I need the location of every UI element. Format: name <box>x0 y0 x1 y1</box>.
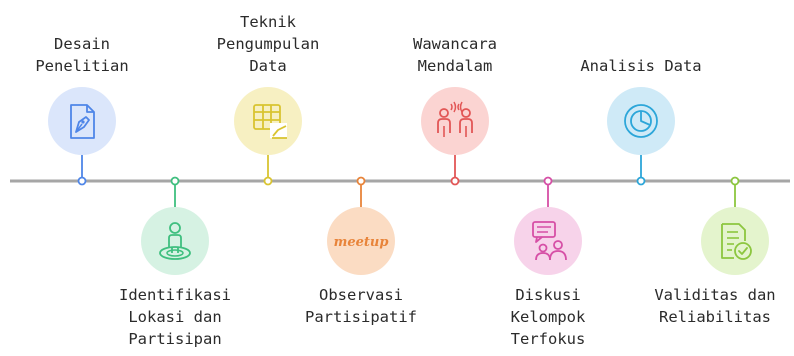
group-discussion-icon <box>532 221 567 261</box>
step-label-line: Terfokus <box>510 330 586 348</box>
step-label-line: Penelitian <box>35 57 129 75</box>
step-label-line: Analisis Data <box>580 57 702 75</box>
meetup-logo-text: meetup <box>334 235 389 250</box>
timeline-dot-diskusi <box>543 176 553 186</box>
step-label-line: Desain <box>54 35 110 53</box>
step-label-line: Kelompok <box>510 308 586 326</box>
timeline-dot-observasi <box>356 176 366 186</box>
step-label-analisis: Analisis Data <box>566 55 716 77</box>
step-label-line: Observasi <box>319 286 403 304</box>
two-people-talking-icon <box>437 101 473 137</box>
meetup-logo-icon: meetup <box>334 235 389 250</box>
step-circle-diskusi <box>514 207 582 275</box>
step-label-line: Teknik <box>240 13 296 31</box>
step-label-line: Partisipan <box>128 330 222 348</box>
step-label-line: Mendalam <box>417 57 493 75</box>
step-label-line: Data <box>249 57 287 75</box>
step-label-line: Partisipatif <box>305 308 417 326</box>
timeline-dot-identifikasi <box>170 176 180 186</box>
step-label-line: Diskusi <box>515 286 581 304</box>
step-circle-teknik <box>234 87 302 155</box>
pie-chart-icon <box>624 104 658 138</box>
step-label-line: Validitas dan <box>654 286 776 304</box>
timeline-dot-validitas <box>730 176 740 186</box>
pen-nib-document-icon <box>70 104 95 139</box>
step-label-line: Lokasi dan <box>128 308 222 326</box>
step-label-line: Pengumpulan <box>216 35 320 53</box>
timeline-dot-desain <box>77 176 87 186</box>
person-location-icon <box>159 222 191 260</box>
step-circle-wawancara <box>421 87 489 155</box>
checked-document-icon <box>721 223 752 260</box>
step-circle-validitas <box>701 207 769 275</box>
step-label-line: Identifikasi <box>119 286 231 304</box>
step-circle-observasi <box>327 207 395 275</box>
step-label-line: Wawancara <box>413 35 497 53</box>
step-circle-identifikasi <box>141 207 209 275</box>
timeline-dot-teknik <box>263 176 273 186</box>
timeline-dot-analisis <box>636 176 646 186</box>
table-chart-icon <box>253 104 287 139</box>
timeline-dot-wawancara <box>450 176 460 186</box>
step-label-line: Reliabilitas <box>659 308 771 326</box>
